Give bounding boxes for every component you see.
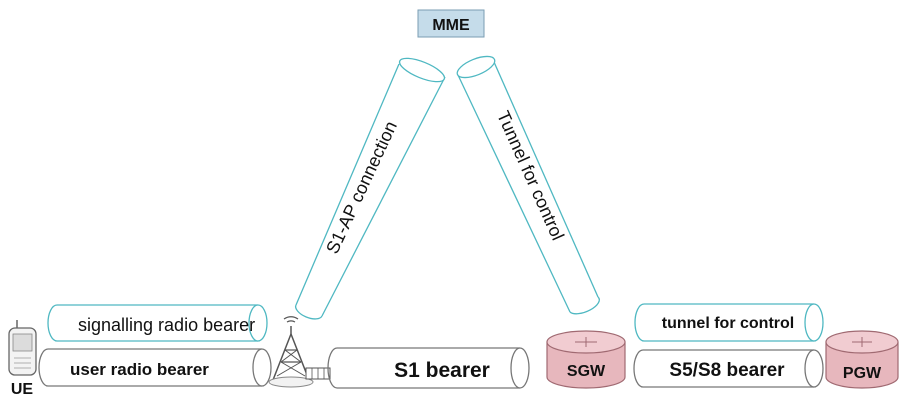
s5s8-bearer: S5/S8 bearer [633, 349, 824, 388]
s5s8-bearer-label: S5/S8 bearer [669, 360, 785, 381]
signalling-radio-bearer-label: signalling radio bearer [78, 315, 255, 335]
ue-phone-icon [8, 320, 37, 376]
sgw-label: SGW [567, 363, 606, 380]
sgw-pgw-control-label: tunnel for control [662, 315, 794, 332]
s1-bearer: S1 bearer [327, 347, 530, 389]
pgw-label: PGW [843, 365, 882, 382]
mme-node: MME [417, 9, 485, 38]
s1ap-connection-tunnel: S1-AP connection [295, 57, 446, 320]
s1ap-connection-label: S1-AP connection [322, 118, 401, 257]
sgw-node: SGW [546, 330, 626, 389]
user-radio-bearer: user radio bearer [38, 348, 272, 387]
mme-sgw-control-tunnel: Tunnel for control [456, 55, 600, 315]
enodeb-tower-icon [268, 316, 331, 388]
user-radio-bearer-label: user radio bearer [70, 360, 209, 379]
mme-sgw-control-label: Tunnel for control [493, 108, 568, 243]
ue-label: UE [11, 381, 34, 398]
signalling-radio-bearer: signalling radio bearer [47, 304, 268, 342]
s1-bearer-label: S1 bearer [394, 359, 490, 382]
sgw-pgw-control-tunnel: tunnel for control [634, 303, 824, 342]
pgw-node: PGW [825, 330, 899, 389]
mme-label: MME [432, 17, 470, 34]
